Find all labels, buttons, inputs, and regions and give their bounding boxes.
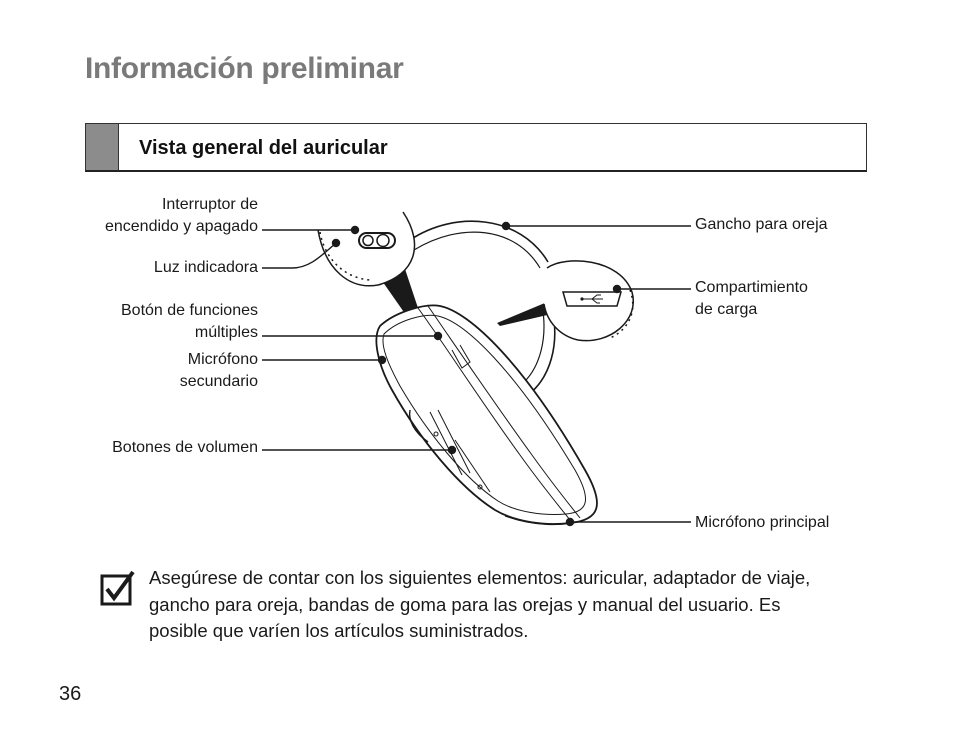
label-indicator-light: Luz indicadora [153,259,258,276]
charging-zoom-circle [543,260,635,342]
label-secondary-mic: Micrófono secundario [179,351,258,390]
power-zoom-circle [317,211,416,287]
section-header: Vista general del auricular [85,123,867,172]
label-multifunction-button: Botón de funciones múltiples [121,302,258,341]
page-number: 36 [59,683,82,705]
headset-body-illustration [375,304,598,526]
zoom-wedge-right [497,300,556,326]
label-ear-hook: Gancho para oreja [695,216,828,233]
leader-lines [262,221,691,527]
label-volume-buttons: Botones de volumen [112,439,258,456]
page-title: Información preliminar [85,52,404,85]
section-title: Vista general del auricular [139,137,388,159]
label-main-mic: Micrófono principal [695,514,830,531]
label-charging-port: Compartimiento de carga [695,279,808,318]
note-text: Asegúrese de contar con los siguientes e… [149,567,811,641]
checkmark-box-icon [100,570,135,606]
label-power-switch: Interruptor de encendido y apagado [104,196,258,235]
section-header-tab [86,124,118,170]
